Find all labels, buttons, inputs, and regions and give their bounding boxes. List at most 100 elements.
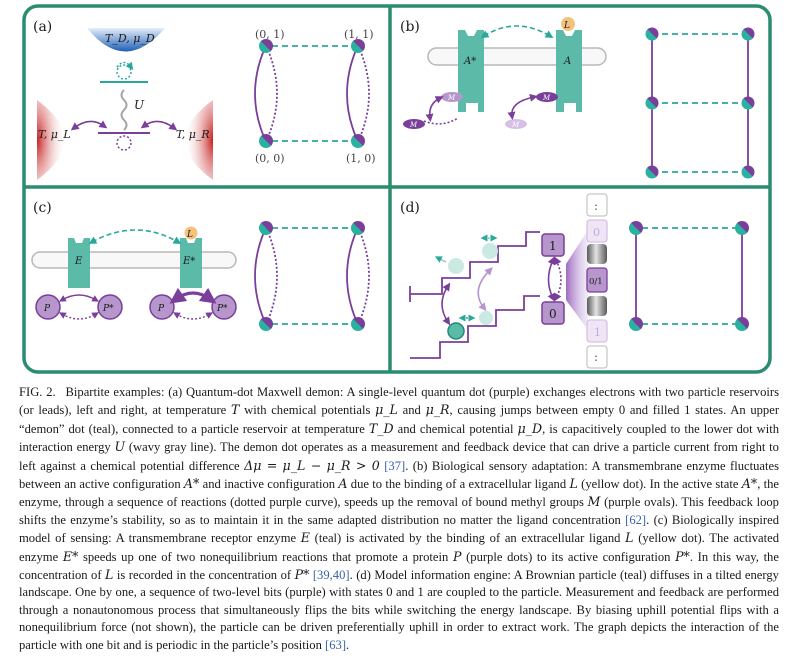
grid-c-edge-left-solid [254,231,265,321]
grid-a-label-tr: (1, 1) [344,28,374,41]
bit-tape-roller [587,244,607,264]
caption-text: (purple ovals). This feedback loop shift… [19,495,779,527]
methyl-oval-free [505,119,527,129]
panel-a-label: (a) [33,19,52,35]
grid-a-edge-right-solid [346,49,357,138]
protein-Pstar [211,294,237,320]
bit-tape-roller [587,296,607,316]
panel-d: (d) 1 0 : 0 0/1 1 : [400,193,749,369]
caption-math: A [338,476,348,492]
enzyme-inactive-label: A [563,56,571,67]
caption-math: A* [741,476,758,492]
grid-b-node [645,165,659,179]
caption-math: L [105,567,114,583]
grid-b-node [645,96,659,110]
figure-caption: FIG. 2. Bipartite examples: (a) Quantum-… [19,384,779,654]
grid-a-edge-right-dotted [359,49,370,138]
bit-state-one-label: 1 [549,239,557,253]
caption-text: . [346,637,350,652]
caption-text: (yellow dot). The activated enzyme [19,531,779,564]
bit-switch-arrow-dotted [554,256,562,302]
protein-P [35,294,61,320]
methyl-label: M [447,94,456,102]
demon-dot [116,64,132,80]
membrane [31,251,237,269]
grid-a-node [351,39,365,53]
citation-link[interactable]: [63] [325,637,347,652]
left-reservoir-label: T, μ_L [38,128,71,141]
methyl-oval-bound [441,92,463,102]
protein-P [149,294,175,320]
enzyme-E [68,238,90,288]
protein-Pstar-label: P* [216,304,228,314]
citation-link[interactable]: [37] [384,458,406,473]
bit-tape-cell [586,319,608,343]
right-reservoir-label: T, μ_R [176,128,210,141]
bit-state-zero-label: 0 [549,307,557,321]
particle-ghost [448,258,464,274]
right-reservoir [185,100,213,180]
ligand-dot [184,226,198,240]
reaction-arrow-dotted [58,312,100,320]
caption-math: μ_R [425,402,450,418]
caption-text: (purple dots) to its active configuratio… [466,549,671,564]
left-reservoir [37,100,65,180]
caption-math: μ_D [517,420,543,436]
bit-tape-cell [586,219,608,243]
left-exchange-arrow [70,120,108,131]
interaction-label: U [134,98,145,112]
interaction-wavy-line [120,89,128,131]
bit-tape-cell [586,345,608,369]
bit-flip-arrow [441,282,451,326]
protein-Pstar-label: P* [102,304,114,314]
particle [447,322,465,340]
grid-c-edge-left-dotted [267,231,278,321]
ligand-label: L [186,230,193,240]
reaction-arrow-solid-thick [169,287,217,304]
grid-a-node [259,39,273,53]
ligand-label: L [563,21,570,31]
particle-ghost [482,243,498,259]
caption-text: speeds up one of two nonequilibrium reac… [82,549,449,564]
caption-text: , the enzyme, through a sequence of reac… [19,477,780,510]
protein-P-label: P [43,304,51,314]
methyl-removal-dotted [423,117,459,125]
panel-b-label: (b) [400,19,420,35]
figure-frame [22,4,772,374]
citation-link[interactable]: [62] [625,512,647,527]
methyl-oval-bound [536,92,558,102]
caption-text: and chemical potential [397,421,514,436]
caption-text: due to the binding of a extracellular li… [350,477,567,492]
bit-tape-cell-active [586,267,608,293]
caption-math: P [452,548,462,564]
methyl-label: M [542,94,551,102]
caption-text: is recorded in the concentration of [116,568,292,583]
methyl-label: M [511,121,520,129]
particle-ghost-arrow [434,256,447,263]
grid-c-node [259,317,273,331]
enzyme-Estar-label: E* [182,256,195,267]
citation-link[interactable]: [39,40] [312,568,350,583]
caption-text: and inactive configuration [202,477,336,492]
enzyme-Estar [180,238,202,288]
methyl-oval-free [403,119,425,129]
figure-2-panels: (a) T_D, μ_D U T, μ_L T, μ_R (0, 1) (1, … [22,4,772,374]
caption-text: (yellow dot). In the active state [581,477,739,492]
grid-c-node [259,221,273,235]
grid-d-node [629,221,643,235]
reaction-arrow-dotted [172,312,214,320]
reaction-arrow-solid [58,294,100,302]
caption-math: E [300,530,310,546]
grid-c-edge-right-solid [346,231,357,321]
grid-d-node [735,317,749,331]
enzyme-E-label: E [74,256,83,267]
lower-dot [116,135,132,151]
panel-c: (c) E E* L P P* P P* [31,200,370,331]
panel-b: (b) A* A L M M M M [400,17,755,179]
protein-P-label: P [157,304,165,314]
grid-c-node [351,221,365,235]
grid-c-edge-right-dotted [359,231,370,321]
grid-b-node [645,27,659,41]
grid-a-edge-left-solid [254,49,265,138]
caption-text: . In this way, the concentration of [19,549,779,583]
